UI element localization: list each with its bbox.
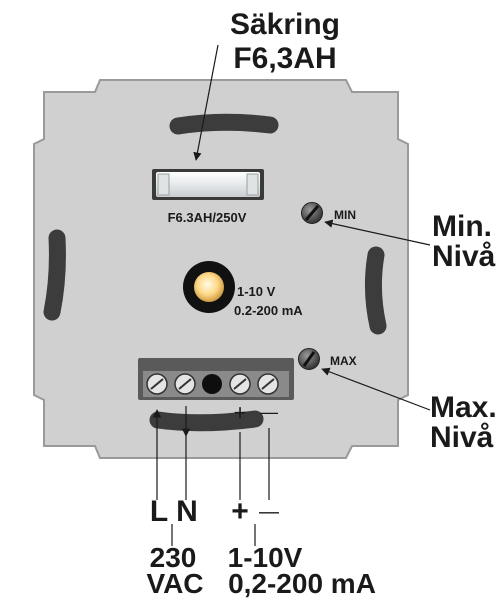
- max-screw-label: MAX: [330, 354, 357, 368]
- fuse: [152, 169, 264, 200]
- min-screw-label: MIN: [334, 208, 356, 222]
- terminal-screw-N[interactable]: [174, 373, 196, 395]
- top-mounting-slot: [169, 113, 279, 135]
- fuse-title-line1: Säkring: [230, 8, 340, 41]
- right-mounting-slot: [364, 246, 387, 335]
- max-pointer-arrow: [321, 367, 431, 411]
- indicator-led: [183, 261, 235, 313]
- max-level-line2: Nivå: [430, 421, 494, 454]
- terminal-L-label: L: [150, 495, 168, 528]
- terminal-screw-plus[interactable]: [229, 373, 251, 395]
- min-level-line2: Nivå: [432, 240, 496, 273]
- control-signal-line2: 0,2-200 mA: [228, 568, 376, 599]
- max-level-line1: Max.: [430, 391, 497, 424]
- supply-voltage-line1: 230: [150, 542, 197, 573]
- bottom-mounting-slot: [149, 410, 264, 432]
- max-adjust-screw[interactable]: [298, 348, 320, 370]
- fuse-title-line2: F6,3AH: [233, 42, 336, 75]
- fuse-rating-label: F6.3AH/250V: [168, 210, 247, 225]
- input-range-label-line1: 1-10 V: [237, 284, 276, 299]
- fuse-pointer-arrow: [193, 44, 219, 161]
- terminal-N-label: N: [176, 495, 198, 528]
- terminal-screw-L[interactable]: [146, 373, 168, 395]
- input-range-label-line2: 0.2-200 mA: [234, 303, 303, 318]
- terminal-block: [138, 358, 294, 400]
- min-adjust-screw[interactable]: [301, 202, 323, 224]
- supply-voltage-line2: VAC: [146, 568, 203, 599]
- terminal-screw-minus[interactable]: [257, 373, 279, 395]
- terminal-plus-label: +: [231, 495, 249, 528]
- terminal-minus-mark: —: [260, 402, 278, 422]
- terminal-blank: [202, 374, 222, 394]
- terminal-plus-mark: +: [234, 400, 247, 425]
- min-pointer-arrow: [324, 219, 431, 246]
- terminal-minus-label: —: [259, 501, 279, 523]
- control-signal-line1: 1-10V: [228, 542, 303, 573]
- left-mounting-slot: [43, 229, 66, 321]
- min-level-line1: Min.: [432, 210, 492, 243]
